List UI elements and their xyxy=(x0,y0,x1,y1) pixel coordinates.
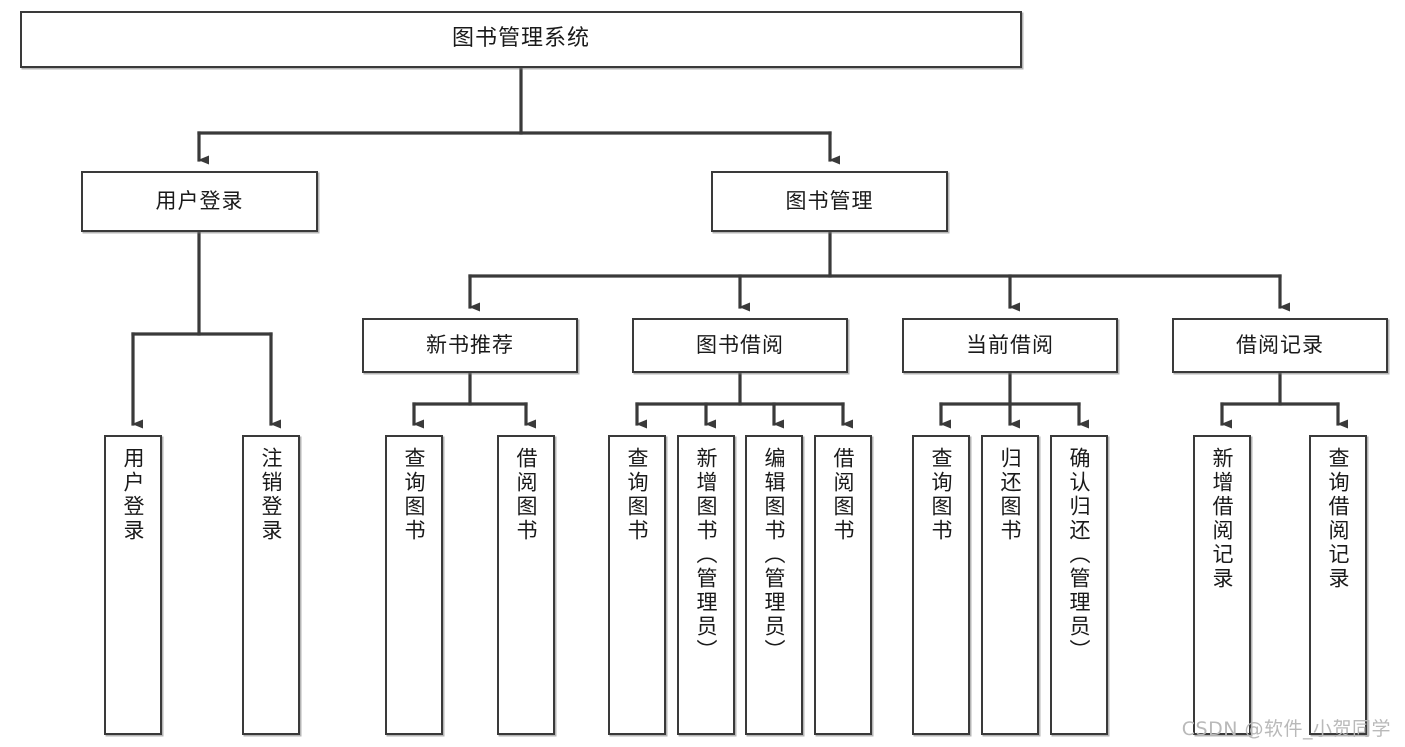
node-label: 图书管理 xyxy=(785,188,874,213)
node-label: 新增图书（管理员） xyxy=(694,447,719,663)
node-borrow-record[interactable]: 借阅记录 xyxy=(1172,318,1388,373)
node-label: 归还图书 xyxy=(998,447,1023,543)
node-label: 查询图书 xyxy=(402,447,427,543)
node-label: 借阅图书 xyxy=(831,447,856,543)
node-label: 图书借阅 xyxy=(696,332,784,357)
node-new-book-recommend[interactable]: 新书推荐 xyxy=(362,318,578,373)
node-book-management-system[interactable]: 图书管理系统 xyxy=(20,11,1022,68)
node-leaf-query-book-2[interactable]: 查询图书 xyxy=(608,435,666,735)
node-label: 编辑图书（管理员） xyxy=(762,447,787,663)
node-user-login[interactable]: 用户登录 xyxy=(81,171,318,232)
node-leaf-logout-login[interactable]: 注销登录 xyxy=(242,435,300,735)
node-label: 图书管理系统 xyxy=(451,26,590,52)
node-label: 查询图书 xyxy=(929,447,954,543)
node-leaf-add-borrow-record[interactable]: 新增借阅记录 xyxy=(1193,435,1251,735)
node-label: 新增借阅记录 xyxy=(1210,447,1235,591)
node-leaf-query-book-1[interactable]: 查询图书 xyxy=(385,435,443,735)
node-label: 查询借阅记录 xyxy=(1326,447,1351,591)
node-label: 当前借阅 xyxy=(966,332,1054,357)
node-leaf-borrow-book-1[interactable]: 借阅图书 xyxy=(497,435,555,735)
node-leaf-user-login[interactable]: 用户登录 xyxy=(104,435,162,735)
node-label: 借阅记录 xyxy=(1236,332,1324,357)
node-label: 借阅图书 xyxy=(514,447,539,543)
node-label: 新书推荐 xyxy=(426,332,514,357)
node-label: 用户登录 xyxy=(155,188,244,213)
node-current-borrow[interactable]: 当前借阅 xyxy=(902,318,1118,373)
node-leaf-add-book[interactable]: 新增图书（管理员） xyxy=(677,435,735,735)
node-label: 确认归还（管理员） xyxy=(1067,447,1092,663)
node-leaf-edit-book[interactable]: 编辑图书（管理员） xyxy=(745,435,803,735)
node-label: 注销登录 xyxy=(259,447,284,543)
node-leaf-query-book-3[interactable]: 查询图书 xyxy=(912,435,970,735)
node-label: 查询图书 xyxy=(625,447,650,543)
node-book-borrow[interactable]: 图书借阅 xyxy=(632,318,848,373)
node-book-management[interactable]: 图书管理 xyxy=(711,171,948,232)
node-label: 用户登录 xyxy=(121,447,146,543)
node-leaf-confirm-return[interactable]: 确认归还（管理员） xyxy=(1050,435,1108,735)
node-leaf-borrow-book-2[interactable]: 借阅图书 xyxy=(814,435,872,735)
node-leaf-return-book[interactable]: 归还图书 xyxy=(981,435,1039,735)
node-leaf-query-borrow-record[interactable]: 查询借阅记录 xyxy=(1309,435,1367,735)
